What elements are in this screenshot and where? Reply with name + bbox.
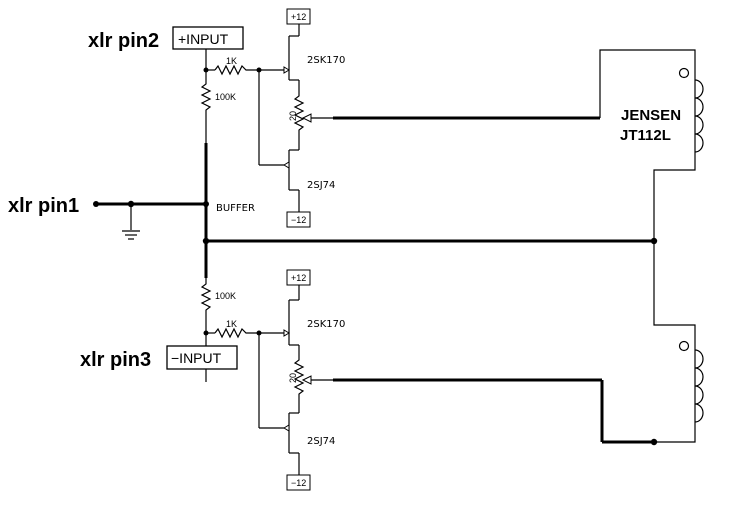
coil-top-icon [678,67,704,153]
pot-20-bottom-label: 20 [288,373,298,383]
resistor-100k-top-label: 100K [215,92,236,102]
jfet-n-bottom-label: 2SK170 [307,319,345,330]
supply-neg-top: −12 [286,211,311,228]
svg-text:−12: −12 [291,478,306,488]
jfet-p-top [283,149,299,191]
resistor-100k-top [200,70,212,143]
jfet-p-bottom-label: 2SJ74 [307,436,335,447]
supply-pos-top: +12 [286,8,311,25]
jfet-p-top-label: 2SJ74 [307,180,335,191]
jfet-n-top [283,35,299,81]
jfet-n-top-label: 2SK170 [307,55,345,66]
xlr-pin3-label: xlr pin3 [80,349,151,371]
minus-input-box: −INPUT [166,345,238,370]
supply-pos-bottom: +12 [286,269,311,286]
transformer: JENSEN JT112L [599,49,704,443]
bottom-channel: 100K 1K +12 2SK170 [200,269,658,491]
coil-bottom-icon [678,340,704,423]
svg-text:+12: +12 [291,273,306,283]
xlr-pin1-label: xlr pin1 [8,195,79,217]
jfet-n-bottom [283,299,299,346]
pot-20-top-label: 20 [288,111,298,121]
jfet-p-bottom [283,412,299,454]
ground-icon [122,230,140,240]
buffer-node [203,201,209,207]
plus-input-label: +INPUT [178,31,229,47]
plus-input-box: +INPUT [172,26,244,50]
xlr-pin2-label: xlr pin2 [88,30,159,52]
supply-neg-bottom: −12 [286,474,311,491]
transformer-line1: JENSEN [621,107,681,124]
resistor-1k-top [214,64,258,76]
svg-text:+12: +12 [291,12,306,22]
buffer-label: BUFFER [216,203,255,214]
resistor-1k-bottom-label: 1K [226,319,237,329]
minus-input-label: −INPUT [171,350,222,366]
svg-text:−12: −12 [291,215,306,225]
ground-section [93,200,206,240]
resistor-100k-bottom [200,278,212,333]
resistor-1k-bottom [214,327,258,339]
transformer-line2: JT112L [620,127,671,144]
resistor-1k-top-label: 1K [226,56,237,66]
top-channel: 1K 100K +12 2SK170 20 [200,8,600,228]
resistor-100k-bottom-label: 100K [215,291,236,301]
